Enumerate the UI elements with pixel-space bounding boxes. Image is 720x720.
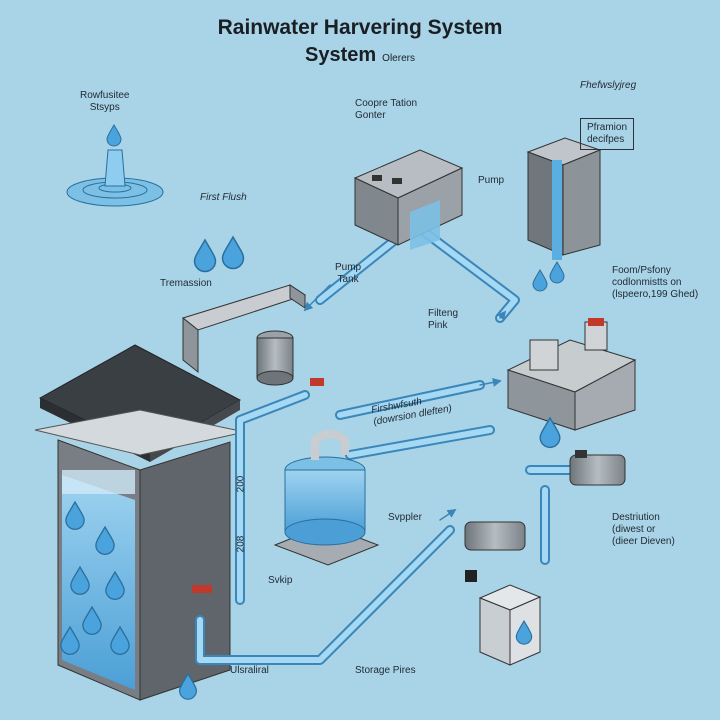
splash-icon [66,124,164,207]
valve-icon [310,378,324,386]
label-208: 208 [235,535,247,553]
label-fhefwslyjreg: Fhefwslyjreg [580,80,637,91]
label-svppler: Svppler [388,512,422,523]
storage-tank [34,344,246,701]
label-storage-pires: Storage Pires [355,665,416,676]
label-first-flush: First Flush [200,192,247,203]
distribution-pump [569,450,626,486]
label-svkip: Svkip [268,575,293,586]
coopre-tation-unit [353,149,464,250]
label-destriution: Destriution(diwest or(dieer Dieven) [612,512,675,547]
water-drop-icon [193,236,245,273]
pump-cylinder [256,330,324,386]
label-ulsraliral: Ulsraliral [230,665,269,676]
label-tremassion: Tremassion [160,278,212,289]
tremassion-plank [181,284,307,374]
title-line1: Rainwater Harvering System [217,16,503,39]
pump-tower [526,137,602,292]
filter-machine [506,318,637,449]
blue-barrel [273,430,380,566]
valve-icon [192,585,212,593]
label-200: 200 [235,475,247,493]
control-box [478,584,542,666]
supply-pump [464,521,526,582]
label-pump: Pump [478,175,505,186]
